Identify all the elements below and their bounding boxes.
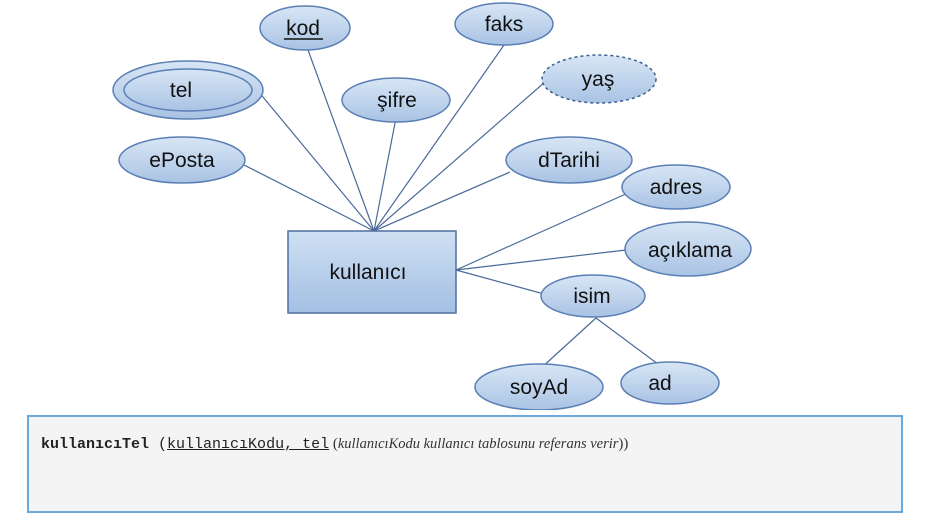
line-eposta: [241, 163, 375, 232]
attribute-tel: tel: [112, 60, 264, 120]
line-sifre: [373, 117, 397, 232]
entity-kullanici: kullanıcı: [287, 230, 457, 314]
line-adres: [455, 192, 629, 271]
attribute-kod-label: kod: [286, 17, 320, 40]
line-yas: [373, 81, 546, 232]
er-diagram: kullanıcı kod faks tel yaş şifre ePosta …: [112, 2, 752, 410]
schema-table-name: kullanıcıTel: [41, 436, 150, 453]
attribute-eposta-label: ePosta: [149, 149, 215, 172]
attribute-soyad-label: soyAd: [510, 376, 568, 399]
schema-note-open: (: [329, 436, 338, 452]
attribute-aciklama-label: açıklama: [648, 239, 732, 262]
line-soyad: [539, 317, 597, 370]
attribute-faks-label: faks: [485, 13, 524, 36]
attribute-isim: isim: [540, 274, 646, 318]
attribute-ad: ad: [620, 361, 720, 405]
attribute-kod: kod: [259, 5, 351, 51]
schema-close: )): [618, 436, 629, 452]
line-isim: [455, 269, 545, 295]
schema-primary-keys: kullanıcıKodu, tel: [167, 436, 330, 453]
line-kod: [307, 49, 375, 232]
entity-box: [287, 230, 457, 314]
attribute-aciklama: açıklama: [624, 221, 752, 277]
attribute-isim-label: isim: [573, 285, 610, 308]
attribute-dtarihi: dTarihi: [505, 136, 633, 184]
attribute-tel-label: tel: [170, 79, 192, 102]
attribute-yas-label: yaş: [582, 68, 615, 91]
line-faks: [373, 44, 505, 232]
attribute-yas: yaş: [541, 54, 657, 104]
entity-label: kullanıcı: [329, 261, 406, 284]
line-aciklama: [455, 249, 627, 271]
line-ad: [595, 317, 663, 368]
schema-note: kullanıcıKodu kullanıcı tablosunu refera…: [337, 436, 619, 452]
attribute-ad-label: ad: [648, 372, 671, 395]
schema-open-paren: (: [149, 436, 168, 453]
attribute-sifre-label: şifre: [377, 89, 417, 112]
attribute-sifre: şifre: [341, 77, 451, 123]
attribute-adres-label: adres: [650, 176, 703, 199]
attribute-eposta: ePosta: [118, 136, 246, 184]
attribute-soyad: soyAd: [474, 363, 604, 410]
attribute-faks: faks: [454, 2, 554, 46]
line-tel: [257, 90, 375, 232]
relation-schema-box: kullanıcıTel (kullanıcıKodu, tel (kullan…: [27, 415, 903, 513]
attribute-adres: adres: [621, 164, 731, 210]
connector-lines: [241, 44, 663, 370]
attribute-dtarihi-label: dTarihi: [538, 149, 600, 172]
line-dtarihi: [373, 171, 511, 232]
